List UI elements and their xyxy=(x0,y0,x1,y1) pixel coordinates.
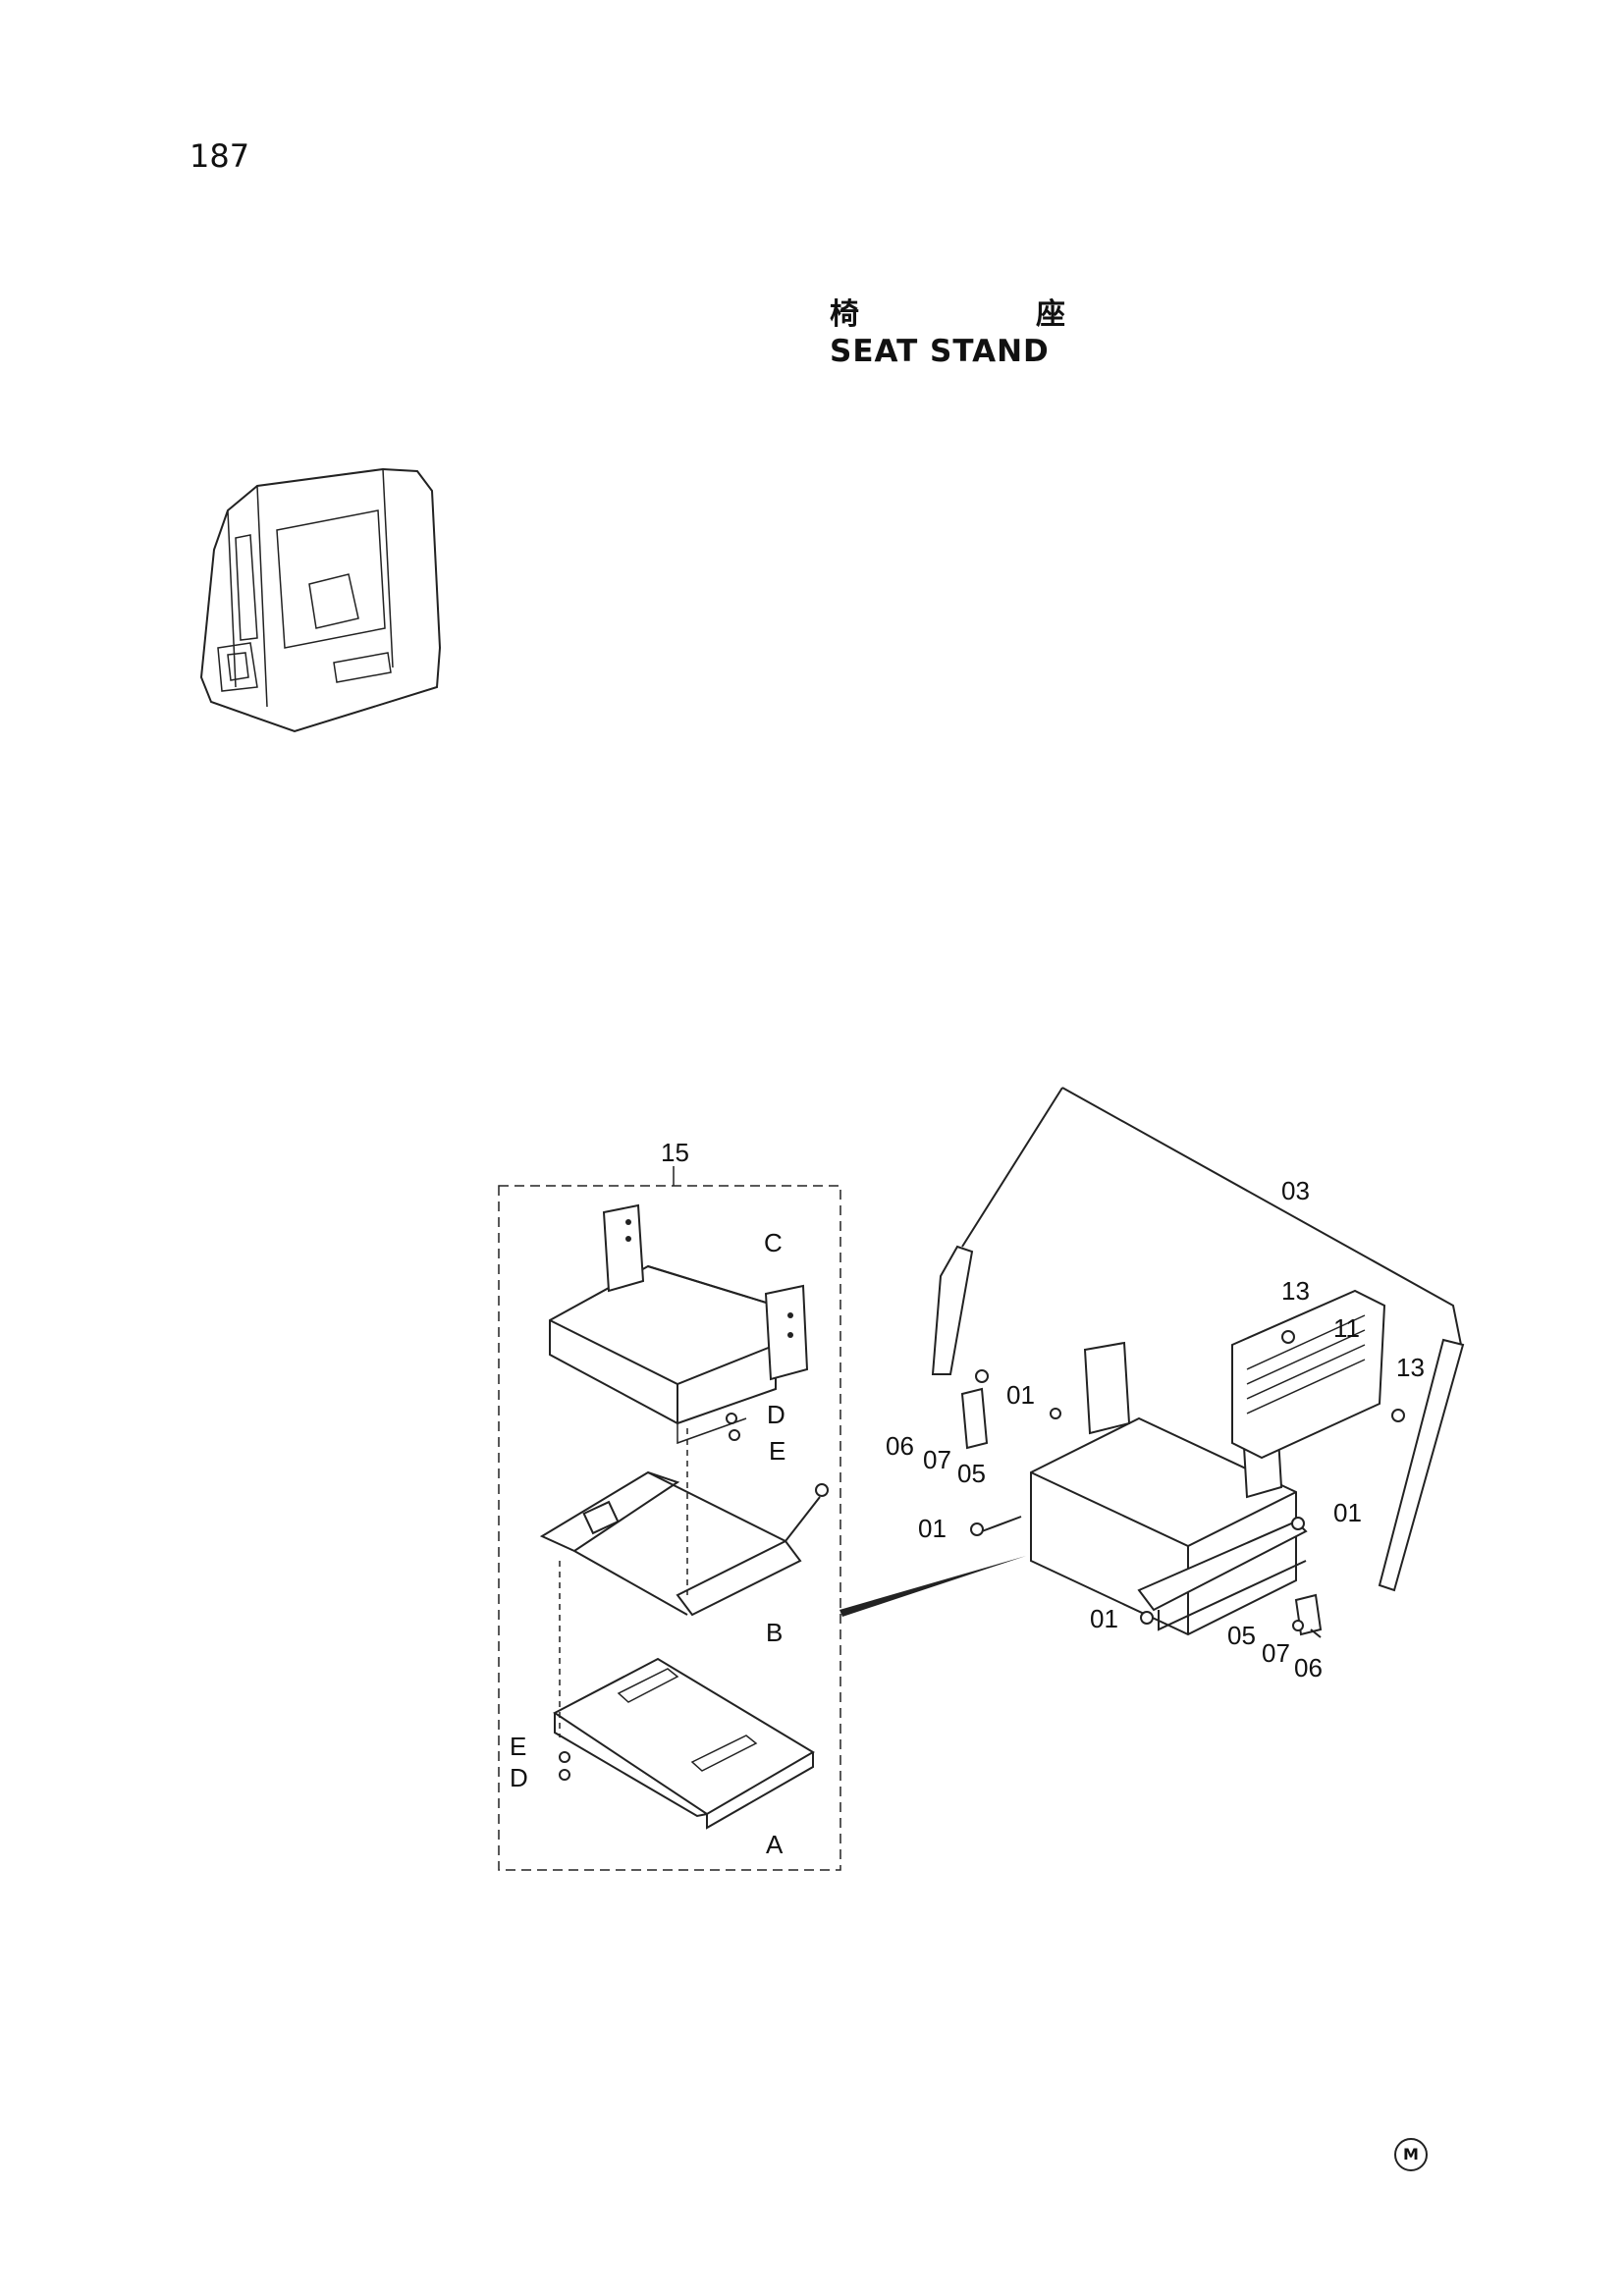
part-c-upper-stand xyxy=(549,1203,809,1445)
label-06-a: 06 xyxy=(886,1431,914,1461)
label-05-b: 05 xyxy=(1227,1621,1256,1650)
washer-d-lower xyxy=(559,1769,570,1781)
label-06-b: 06 xyxy=(1294,1653,1323,1682)
corner-mark-icon: M xyxy=(1394,2138,1428,2171)
page-title: SEAT STAND xyxy=(830,334,1050,369)
title-jp-char-2: 座 xyxy=(1036,297,1065,332)
page-number: 187 xyxy=(189,137,250,175)
title-japanese: 椅 座 xyxy=(830,290,1065,333)
label-01-d: 01 xyxy=(1090,1604,1118,1633)
washer-d xyxy=(726,1413,737,1424)
assembly-boundary xyxy=(498,1185,841,1871)
label-15: 15 xyxy=(661,1138,689,1167)
label-d-upper: D xyxy=(767,1400,785,1429)
label-13-b: 13 xyxy=(1396,1353,1425,1382)
label-d-lower: D xyxy=(510,1763,528,1792)
cab-locator-icon xyxy=(199,467,442,733)
label-11: 11 xyxy=(1333,1313,1360,1343)
label-01-c: 01 xyxy=(1333,1498,1362,1527)
title-jp-char-1: 椅 xyxy=(830,297,859,332)
assembly-arrow xyxy=(839,1556,1026,1617)
label-e-upper: E xyxy=(769,1436,785,1466)
label-c: C xyxy=(764,1228,783,1257)
label-05-a: 05 xyxy=(957,1459,986,1488)
label-01-b: 01 xyxy=(918,1514,947,1543)
label-03: 03 xyxy=(1281,1176,1310,1205)
nut-e-lower xyxy=(559,1751,570,1763)
part-b-slide-rail xyxy=(539,1470,829,1617)
label-01-a: 01 xyxy=(1006,1380,1035,1410)
assembly-15-group xyxy=(498,1166,841,1871)
label-b: B xyxy=(766,1618,783,1647)
label-07-a: 07 xyxy=(923,1445,951,1474)
nut-e xyxy=(729,1429,740,1441)
label-a: A xyxy=(766,1830,784,1859)
part-a-base-plate xyxy=(553,1657,815,1830)
label-07-b: 07 xyxy=(1262,1638,1290,1668)
label-13-a: 13 xyxy=(1281,1276,1310,1306)
right-assembly xyxy=(931,1087,1465,1638)
label-e-lower: E xyxy=(510,1732,526,1761)
